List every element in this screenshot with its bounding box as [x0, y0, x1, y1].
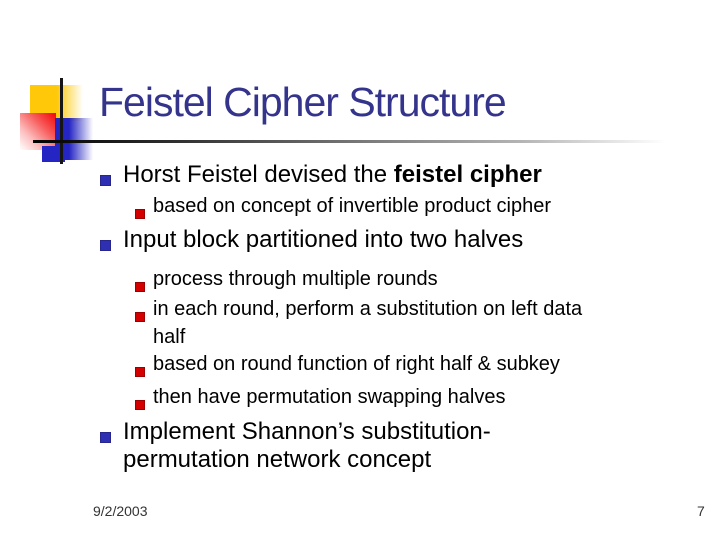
- red-square-bullet-icon: [135, 312, 145, 322]
- sub-bullet-text: then have permutation swapping halves: [153, 386, 506, 408]
- bullet-line1: Implement Shannon’s substitution-: [123, 418, 491, 445]
- bullet-item: Implement Shannon’s substitution-permuta…: [100, 418, 491, 474]
- red-square-bullet-icon: [135, 209, 145, 219]
- red-square-bullet-icon: [135, 367, 145, 377]
- bullet-text: Input block partitioned into two halves: [123, 226, 524, 253]
- sub-bullet-item: based on concept of invertible product c…: [135, 192, 552, 220]
- deco-red-square: [20, 113, 56, 150]
- bullet-text-bold: feistel cipher: [393, 161, 542, 188]
- footer-date: 9/2/2003: [93, 503, 148, 519]
- sub-bullet-text: in each round, perform a substitution on…: [153, 295, 582, 351]
- red-square-bullet-icon: [135, 400, 145, 410]
- sub-bullet-item: then have permutation swapping halves: [135, 383, 506, 411]
- sub-bullet-item: based on round function of right half & …: [135, 350, 560, 378]
- sub-bullet-text: process through multiple rounds: [153, 268, 438, 290]
- bullet-item: Input block partitioned into two halves: [100, 226, 524, 254]
- blue-square-bullet-icon: [100, 175, 111, 186]
- sub-bullet-item: in each round, perform a substitution on…: [135, 295, 582, 351]
- bullet-item: Horst Feistel devised the feistel cipher: [100, 161, 542, 189]
- bullet-line2: permutation network concept: [123, 446, 432, 473]
- slide-number: 7: [697, 503, 705, 519]
- title-divider-line: [33, 140, 685, 143]
- bullet-text-normal: Horst Feistel devised the: [123, 161, 394, 188]
- bullet-text: Horst Feistel devised the feistel cipher: [123, 161, 542, 189]
- slide-title: Feistel Cipher Structure: [99, 79, 507, 125]
- red-square-bullet-icon: [135, 282, 145, 292]
- blue-square-bullet-icon: [100, 240, 111, 251]
- sub-bullet-text: based on round function of right half & …: [153, 353, 560, 375]
- sub-bullet-line2: half: [153, 326, 186, 348]
- deco-vertical-line: [60, 78, 63, 164]
- sub-bullet-item: process through multiple rounds: [135, 265, 438, 293]
- deco-blue-small-square: [42, 146, 65, 162]
- bullet-text: Implement Shannon’s substitution-permuta…: [123, 418, 491, 474]
- sub-bullet-line1: in each round, perform a substitution on…: [153, 298, 583, 320]
- blue-square-bullet-icon: [100, 432, 111, 443]
- sub-bullet-text: based on concept of invertible product c…: [153, 195, 552, 217]
